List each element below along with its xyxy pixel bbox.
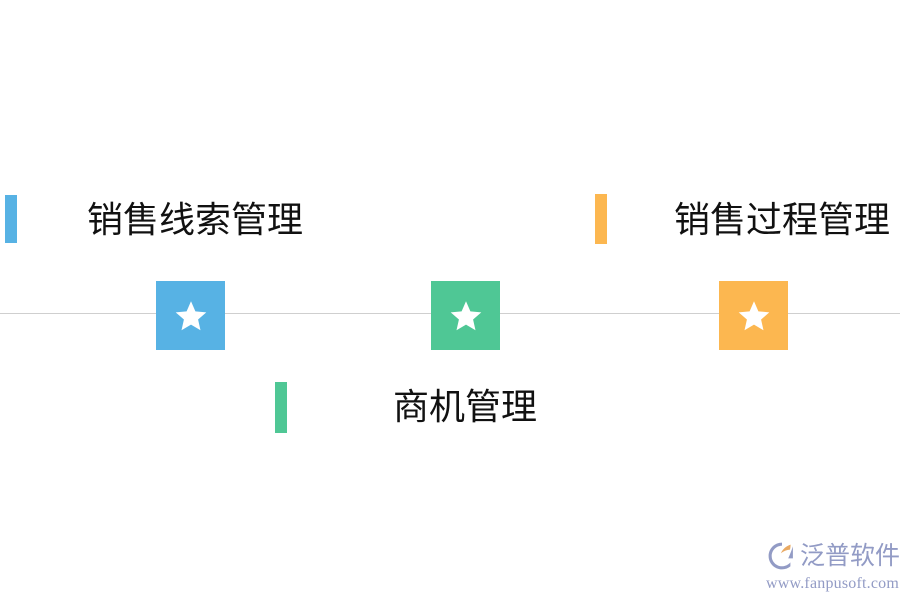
milestone-node-sales-process-management[interactable] [719,281,788,350]
stage-label-sales-process-management: 销售过程管理 [674,199,891,240]
watermark-top-row: 泛普软件 [766,538,900,574]
star-icon [738,300,769,330]
milestone-node-sales-lead-management[interactable] [156,281,225,350]
accent-bar-sales-lead-management [5,195,17,243]
watermark: 泛普软件 www.fanpusoft.com [766,538,900,594]
stage-label-sales-lead-management: 销售线索管理 [87,199,304,240]
watermark-brand-text: 泛普软件 [800,541,900,570]
accent-bar-sales-process-management [595,194,607,244]
stage-label-opportunity-management: 商机管理 [393,386,538,427]
accent-bar-opportunity-management [275,382,287,433]
watermark-url-text: www.fanpusoft.com [766,575,900,592]
star-icon [450,300,481,330]
milestone-node-opportunity-management[interactable] [431,281,500,350]
star-icon [175,300,206,330]
fanpu-logo-icon [768,542,793,570]
